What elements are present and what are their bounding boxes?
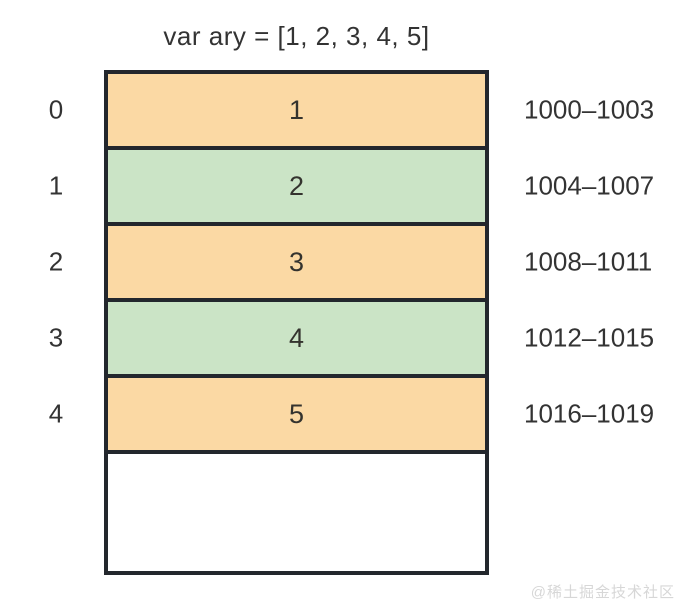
address-range-label: 1000–1003 (524, 94, 655, 125)
array-cell: 4 (108, 302, 485, 378)
cell-value: 5 (288, 398, 305, 429)
index-label: 4 (48, 398, 64, 429)
address-range-label: 1012–1015 (524, 322, 655, 353)
index-label: 3 (48, 322, 64, 353)
index-label: 2 (48, 246, 64, 277)
array-declaration-title: var ary = [1, 2, 3, 4, 5] (163, 21, 430, 51)
index-label: 0 (48, 94, 64, 125)
cell-value: 4 (288, 322, 305, 353)
watermark: @稀土掘金技术社区 (530, 584, 675, 601)
array-box: 1 2 3 4 5 (104, 70, 489, 575)
address-range-label: 1008–1011 (524, 246, 653, 277)
cell-value: 1 (288, 94, 305, 125)
address-range-label: 1004–1007 (524, 170, 655, 201)
empty-slot (108, 454, 485, 571)
cell-value: 2 (288, 170, 305, 201)
array-cell: 1 (108, 74, 485, 150)
address-range-label: 1016–1019 (524, 398, 655, 429)
cell-value: 3 (288, 246, 305, 277)
array-cell: 3 (108, 226, 485, 302)
array-cell: 2 (108, 150, 485, 226)
index-label: 1 (48, 170, 64, 201)
array-cell: 5 (108, 378, 485, 454)
